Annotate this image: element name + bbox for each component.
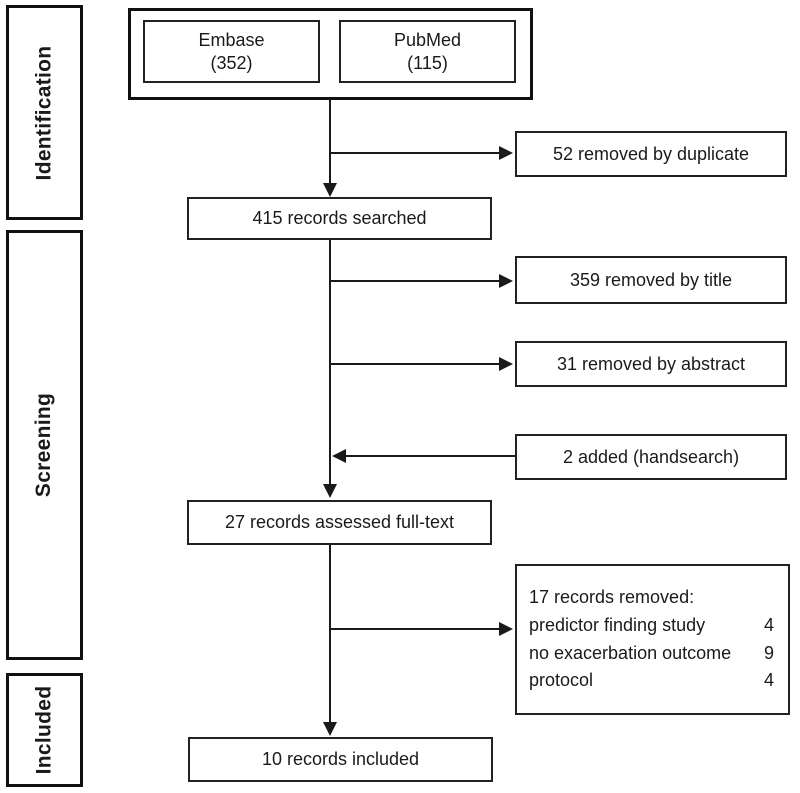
stage-box-screening: Screening [6, 230, 83, 660]
node-removed-duplicate-label: 52 removed by duplicate [552, 143, 750, 164]
reason-count: 4 [763, 670, 774, 691]
source-name-pubmed: PubMed [393, 30, 462, 50]
removed-fulltext-reason-row: protocol 4 [529, 667, 774, 695]
removed-fulltext-reason-row: no exacerbation outcome 9 [529, 640, 774, 668]
arrowhead-into-included [323, 722, 337, 736]
reason-label: no exacerbation outcome [529, 642, 732, 663]
stage-box-included: Included [6, 673, 83, 787]
node-records-searched: 415 records searched [187, 197, 492, 240]
stage-label-screening: Screening [32, 392, 56, 498]
node-records-assessed: 27 records assessed full-text [187, 500, 492, 545]
arrowhead-removed-abstract [499, 357, 513, 371]
arrowhead-removed-fulltext [499, 622, 513, 636]
arrowhead-removed-duplicate [499, 146, 513, 160]
node-removed-abstract-label: 31 removed by abstract [556, 353, 746, 374]
reason-count: 4 [763, 614, 774, 635]
node-removed-duplicate: 52 removed by duplicate [515, 131, 787, 177]
reason-label: protocol [529, 670, 594, 691]
reason-label: predictor finding study [529, 614, 706, 635]
node-removed-fulltext: 17 records removed: predictor finding st… [515, 564, 790, 715]
reason-count: 9 [763, 642, 774, 663]
arrowhead-into-searched [323, 183, 337, 197]
node-added-handsearch: 2 added (handsearch) [515, 434, 787, 480]
node-records-included-label: 10 records included [261, 749, 420, 770]
arrowhead-from-handsearch [332, 449, 346, 463]
stage-label-identification: Identification [32, 45, 56, 180]
node-removed-abstract: 31 removed by abstract [515, 341, 787, 387]
removed-fulltext-reason-row: predictor finding study 4 [529, 612, 774, 640]
stage-label-included: Included [32, 685, 56, 775]
node-removed-title-label: 359 removed by title [569, 269, 733, 290]
node-records-included: 10 records included [188, 737, 493, 782]
arrowhead-into-assessed [323, 484, 337, 498]
stage-box-identification: Identification [6, 5, 83, 220]
node-added-handsearch-label: 2 added (handsearch) [562, 446, 740, 467]
arrowhead-removed-title [499, 274, 513, 288]
source-name-embase: Embase [198, 30, 265, 50]
source-box-pubmed: PubMed (115) [339, 20, 516, 83]
node-records-assessed-label: 27 records assessed full-text [224, 512, 455, 533]
source-box-embase: Embase (352) [143, 20, 320, 83]
source-count-embase: (352) [210, 52, 253, 73]
removed-fulltext-title: 17 records removed: [529, 586, 695, 607]
node-records-searched-label: 415 records searched [252, 208, 427, 229]
node-removed-title: 359 removed by title [515, 256, 787, 304]
source-count-pubmed: (115) [407, 52, 448, 73]
